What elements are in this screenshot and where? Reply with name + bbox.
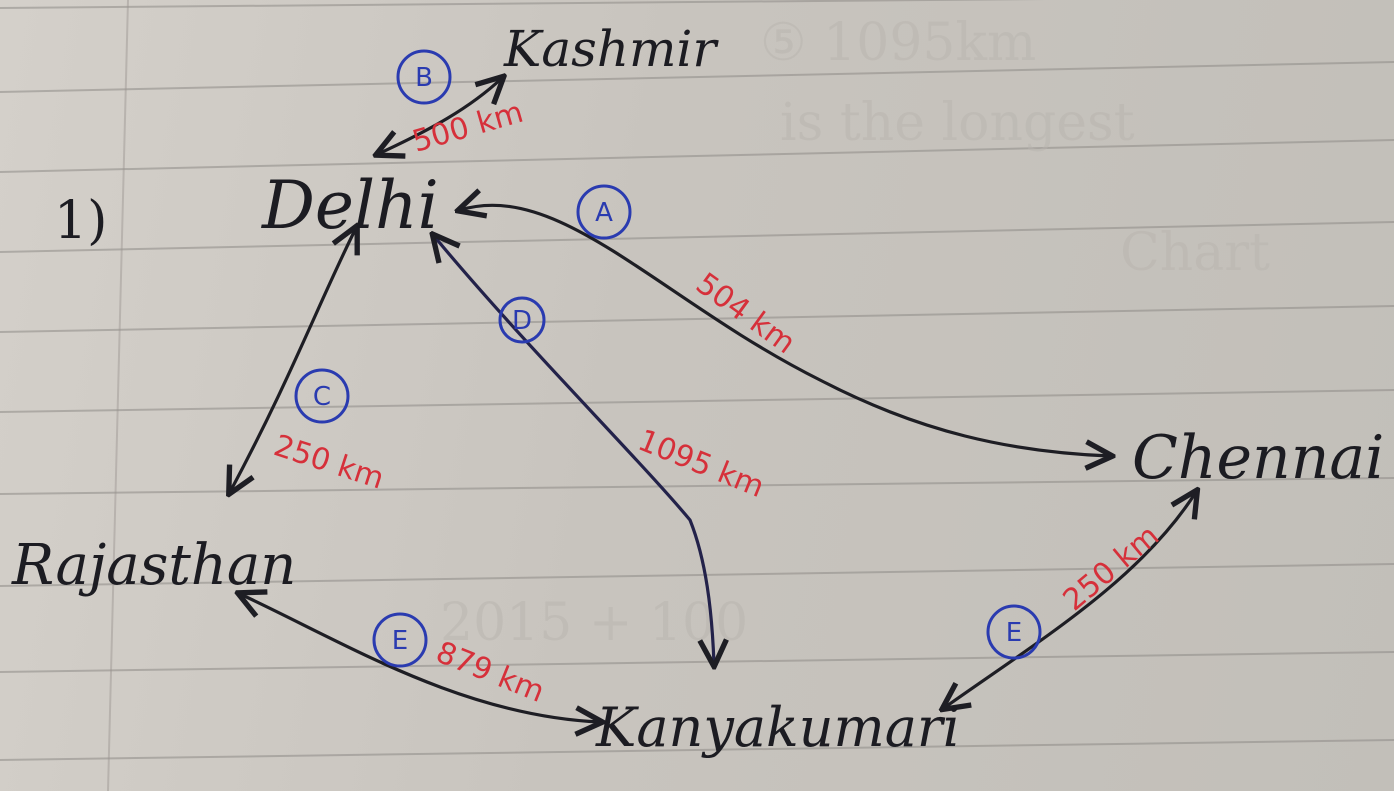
- route-label-e1-circle: [372, 612, 428, 668]
- question-number: 1): [54, 191, 107, 251]
- route-label-e1: E: [372, 612, 428, 668]
- city-kanyakumari: Kanyakumari: [595, 696, 960, 759]
- route-e1-line: [240, 594, 600, 722]
- route-label-c-circle: [294, 368, 350, 424]
- city-delhi: Delhi: [261, 167, 439, 244]
- route-label-d: D: [498, 296, 546, 344]
- route-label-e2-letter: E: [1006, 618, 1022, 648]
- route-label-c-letter: C: [313, 382, 331, 412]
- route-label-a-circle: [576, 184, 632, 240]
- route-label-d-circle: [498, 296, 546, 344]
- route-label-a-letter: A: [595, 198, 613, 228]
- city-rajasthan: Rajasthan: [11, 533, 296, 598]
- route-d-line: [434, 236, 714, 664]
- route-label-c: C: [294, 368, 350, 424]
- route-label-b-letter: B: [415, 63, 433, 93]
- svg-text:Chart: Chart: [1120, 223, 1270, 283]
- distance-d: 1095 km: [633, 423, 769, 505]
- route-label-b-circle: [396, 49, 452, 105]
- route-a-line: [460, 205, 1110, 456]
- route-label-b: B: [396, 49, 452, 105]
- city-kashmir: Kashmir: [503, 20, 719, 78]
- svg-text:⑤ 1095km: ⑤ 1095km: [760, 13, 1036, 73]
- route-label-e2-circle: [986, 604, 1042, 660]
- route-b-line: [378, 78, 502, 154]
- route-label-a: A: [576, 184, 632, 240]
- route-label-d-letter: D: [512, 306, 532, 336]
- distance-c: 250 km: [270, 428, 389, 496]
- svg-text:is the longest: is the longest: [780, 93, 1135, 153]
- route-label-e2: E: [986, 604, 1042, 660]
- route-c-line: [230, 228, 356, 492]
- routes: [230, 78, 1196, 722]
- city-chennai: Chennai: [1132, 423, 1384, 493]
- svg-text:2015 + 100: 2015 + 100: [440, 593, 748, 653]
- route-label-e1-letter: E: [392, 626, 408, 656]
- route-e2-line: [944, 492, 1196, 708]
